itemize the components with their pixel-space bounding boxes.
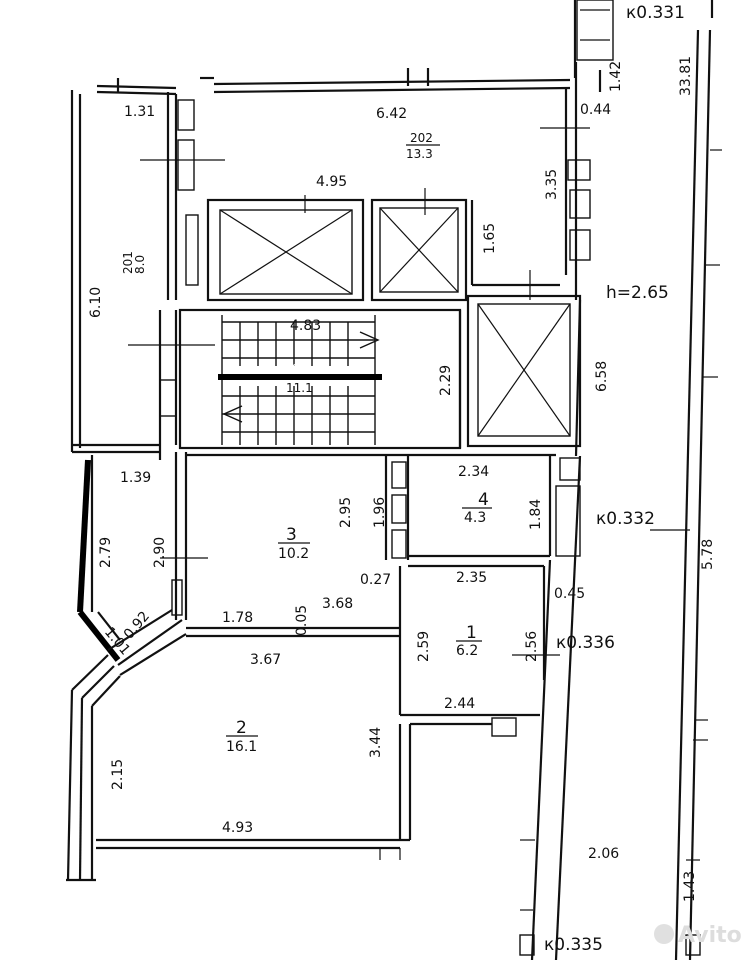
room-labels: 202 13.3 201 8.0 204 11.1 3 10.2 4 4.3 1… — [121, 131, 492, 755]
top-walls — [96, 62, 591, 300]
dim-1-39: 1.39 — [120, 470, 151, 486]
dim-1-78: 1.78 — [222, 610, 253, 626]
room-area: 16.1 — [226, 739, 257, 755]
dim-4-95: 4.95 — [316, 174, 347, 190]
room-area: 6.2 — [456, 643, 478, 659]
level-mark-331: к0.331 — [626, 3, 685, 23]
dim-33-81: 33.81 — [678, 56, 694, 96]
dim-2-29: 2.29 — [438, 365, 454, 396]
ceiling-height: h=2.65 — [606, 283, 669, 303]
dim-0-44: 0.44 — [580, 102, 611, 118]
room-2-label: 2 16.1 — [226, 718, 258, 755]
dim-1-96: 1.96 — [372, 497, 388, 528]
dim-1-31: 1.31 — [124, 104, 155, 120]
dim-0-45: 0.45 — [554, 586, 585, 602]
dim-2-90: 2.90 — [152, 537, 168, 568]
level-mark-336: к0.336 — [556, 633, 615, 653]
dim-6-58: 6.58 — [594, 361, 610, 392]
room-area: 4.3 — [464, 510, 486, 526]
dim-0-27: 0.27 — [360, 572, 391, 588]
room-area: 11.1 — [286, 381, 313, 395]
room-number: 202 — [410, 131, 433, 145]
room-204-label: 204 11.1 — [284, 362, 313, 395]
room-201-label: 201 8.0 — [121, 251, 147, 274]
dim-6-10: 6.10 — [88, 287, 104, 318]
dim-3-35: 3.35 — [544, 169, 560, 200]
dim-2-95: 2.95 — [338, 497, 354, 528]
dim-1-42: 1.42 — [608, 61, 624, 92]
staircase-walls — [178, 308, 462, 450]
dim-2-06: 2.06 — [588, 846, 619, 862]
dim-1-84: 1.84 — [528, 499, 544, 530]
watermark: Avito — [654, 923, 742, 948]
dim-1-65: 1.65 — [482, 223, 498, 254]
right-corridor-walls — [573, 0, 722, 960]
dim-2-35: 2.35 — [456, 570, 487, 586]
dim-1-43: 1.43 — [682, 871, 698, 902]
room-number: 4 — [478, 490, 489, 510]
dim-3-44: 3.44 — [368, 727, 384, 758]
dim-4-83: 4.83 — [290, 318, 321, 334]
dim-6-42: 6.42 — [376, 106, 407, 122]
dim-2-56: 2.56 — [524, 631, 540, 662]
dimension-lines — [128, 127, 690, 656]
room-number: 204 — [284, 362, 307, 376]
room-1-label: 1 6.2 — [456, 623, 482, 659]
dim-2-59: 2.59 — [416, 631, 432, 662]
room-3-label: 3 10.2 — [278, 525, 310, 562]
level-mark-332: к0.332 — [596, 509, 655, 529]
room-area: 10.2 — [278, 546, 309, 562]
dim-2-44: 2.44 — [444, 696, 475, 712]
vertical-dimension-texts: 1.42 3.35 1.65 6.10 2.29 6.58 2.79 2.90 … — [88, 56, 716, 902]
room-area: 13.3 — [406, 147, 433, 161]
lift-shafts — [206, 198, 582, 448]
apartment-walls — [66, 299, 701, 960]
dim-2-15: 2.15 — [110, 759, 126, 790]
room-number: 2 — [236, 718, 247, 738]
dim-4-93: 4.93 — [222, 820, 253, 836]
level-mark-335: к0.335 — [544, 935, 603, 955]
dim-5-78: 5.78 — [700, 539, 716, 570]
room-4-label: 4 4.3 — [462, 490, 492, 526]
room-number: 3 — [286, 525, 297, 545]
room-number: 1 — [466, 623, 477, 643]
room-number: 201 — [121, 251, 135, 274]
dim-3-67: 3.67 — [250, 652, 281, 668]
room-202-label: 202 13.3 — [406, 131, 440, 161]
dim-2-34: 2.34 — [458, 464, 489, 480]
room-201-walls — [70, 90, 199, 460]
dim-3-68: 3.68 — [322, 596, 353, 612]
room-area: 8.0 — [133, 255, 147, 274]
watermark-text: Avito — [678, 923, 742, 948]
dim-2-79: 2.79 — [98, 537, 114, 568]
dim-0-05: 0.05 — [294, 605, 310, 636]
dimension-texts: 1.31 6.42 0.44 4.95 4.83 1.39 3.68 0.27 … — [120, 3, 685, 955]
